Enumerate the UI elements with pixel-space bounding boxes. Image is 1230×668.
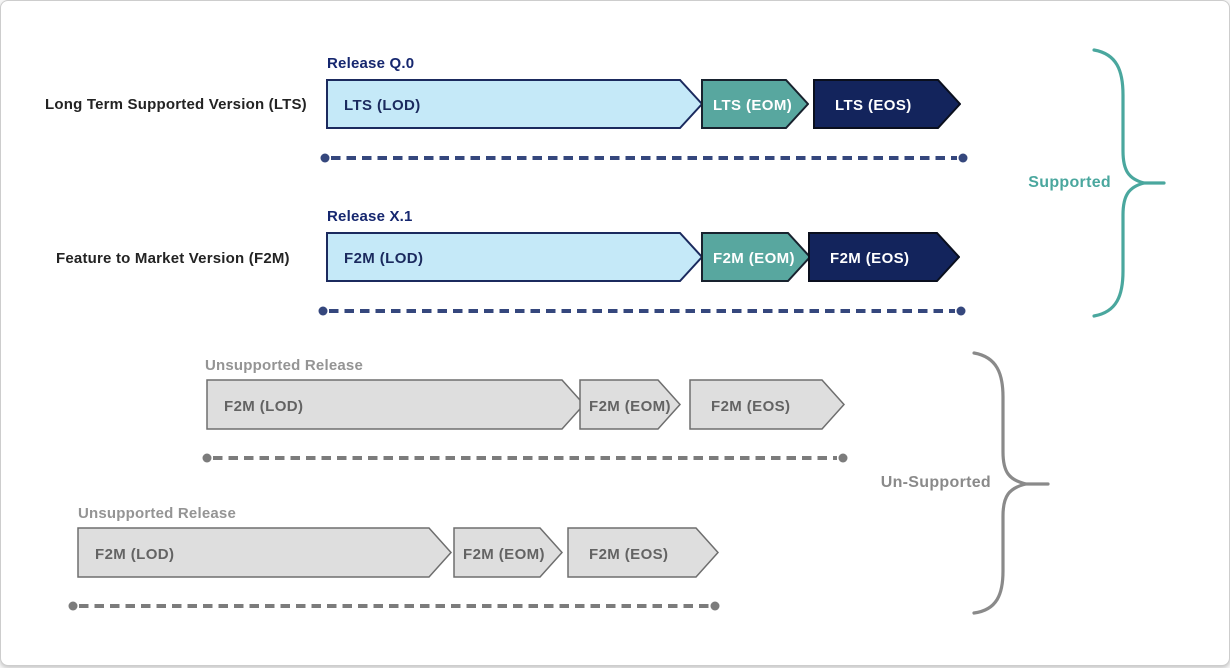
unsupported2-lod-arrow-label: F2M (LOD) <box>95 546 174 563</box>
unsupported1-lod-arrow-shape <box>206 379 585 430</box>
supported-brace <box>1092 48 1166 318</box>
f2m-eos-arrow-label: F2M (EOS) <box>830 250 909 267</box>
lts-lod-arrow-label: LTS (LOD) <box>344 97 421 114</box>
lts-eos-arrow-shape <box>813 79 961 129</box>
timeline-start-dot <box>318 306 328 316</box>
unsupported2-lod-arrow: F2M (LOD) <box>77 527 452 578</box>
f2m-eom-arrow-shape <box>701 232 811 282</box>
unsupported2-eos-arrow: F2M (EOS) <box>567 527 719 578</box>
row-label-lts: Long Term Supported Version (LTS) <box>45 96 307 113</box>
f2m-timeline-dashed-line <box>318 306 966 316</box>
unsupported1-eom-arrow: F2M (EOM) <box>579 379 681 430</box>
unsupported-group-label: Un-Supported <box>880 474 991 491</box>
timeline-end-dot <box>838 453 848 463</box>
f2m-lod-arrow: F2M (LOD) <box>326 232 703 282</box>
f2m-eos-arrow-shape <box>808 232 960 282</box>
supported-brace-curve <box>1092 48 1151 318</box>
lts-eom-arrow-label: LTS (EOM) <box>713 97 792 114</box>
unsupported1-lod-arrow-label: F2M (LOD) <box>224 398 303 415</box>
lts-lod-arrow-shape <box>326 79 703 129</box>
unsupported-brace <box>972 351 1050 615</box>
unsupported1-eos-arrow-shape <box>689 379 845 430</box>
unsupported-brace-curve <box>972 351 1027 615</box>
unsupported1-eos-arrow: F2M (EOS) <box>689 379 845 430</box>
lts-eom-arrow: LTS (EOM) <box>701 79 809 129</box>
timeline-start-dot <box>68 601 78 611</box>
f2m-eom-arrow: F2M (EOM) <box>701 232 811 282</box>
unsupported-release-title-2: Unsupported Release <box>78 505 237 522</box>
release-label-q0: Release Q.0 <box>327 55 415 72</box>
unsupported2-eos-arrow-shape <box>567 527 719 578</box>
f2m-lod-arrow-label: F2M (LOD) <box>344 250 423 267</box>
f2m-lod-arrow-shape <box>326 232 703 282</box>
unsupported1-lod-arrow: F2M (LOD) <box>206 379 585 430</box>
row-label-f2m: Feature to Market Version (F2M) <box>56 250 290 267</box>
unsupported1-eom-arrow-label: F2M (EOM) <box>589 398 671 415</box>
unsupported2-timeline-dashed-line <box>68 601 720 611</box>
timeline-start-dot <box>202 453 212 463</box>
lts-lod-arrow: LTS (LOD) <box>326 79 703 129</box>
timeline-end-dot <box>956 306 966 316</box>
unsupported2-eom-arrow-label: F2M (EOM) <box>463 546 545 563</box>
timeline-start-dot <box>320 153 330 163</box>
lts-timeline-dashed-line <box>320 153 968 163</box>
unsupported2-eom-arrow-shape <box>453 527 563 578</box>
f2m-eom-arrow-label: F2M (EOM) <box>713 250 795 267</box>
supported-group-label: Supported <box>1028 174 1111 191</box>
lts-eos-arrow: LTS (EOS) <box>813 79 961 129</box>
lts-eos-arrow-label: LTS (EOS) <box>835 97 912 114</box>
lts-eom-arrow-shape <box>701 79 809 129</box>
timeline-end-dot <box>958 153 968 163</box>
timeline-end-dot <box>710 601 720 611</box>
unsupported1-eos-arrow-label: F2M (EOS) <box>711 398 790 415</box>
f2m-eos-arrow: F2M (EOS) <box>808 232 960 282</box>
unsupported1-timeline-dashed-line <box>202 453 848 463</box>
unsupported2-eos-arrow-label: F2M (EOS) <box>589 546 668 563</box>
release-label-x1: Release X.1 <box>327 208 413 225</box>
unsupported2-lod-arrow-shape <box>77 527 452 578</box>
unsupported2-eom-arrow: F2M (EOM) <box>453 527 563 578</box>
unsupported-release-title-1: Unsupported Release <box>205 357 364 374</box>
unsupported1-eom-arrow-shape <box>579 379 681 430</box>
